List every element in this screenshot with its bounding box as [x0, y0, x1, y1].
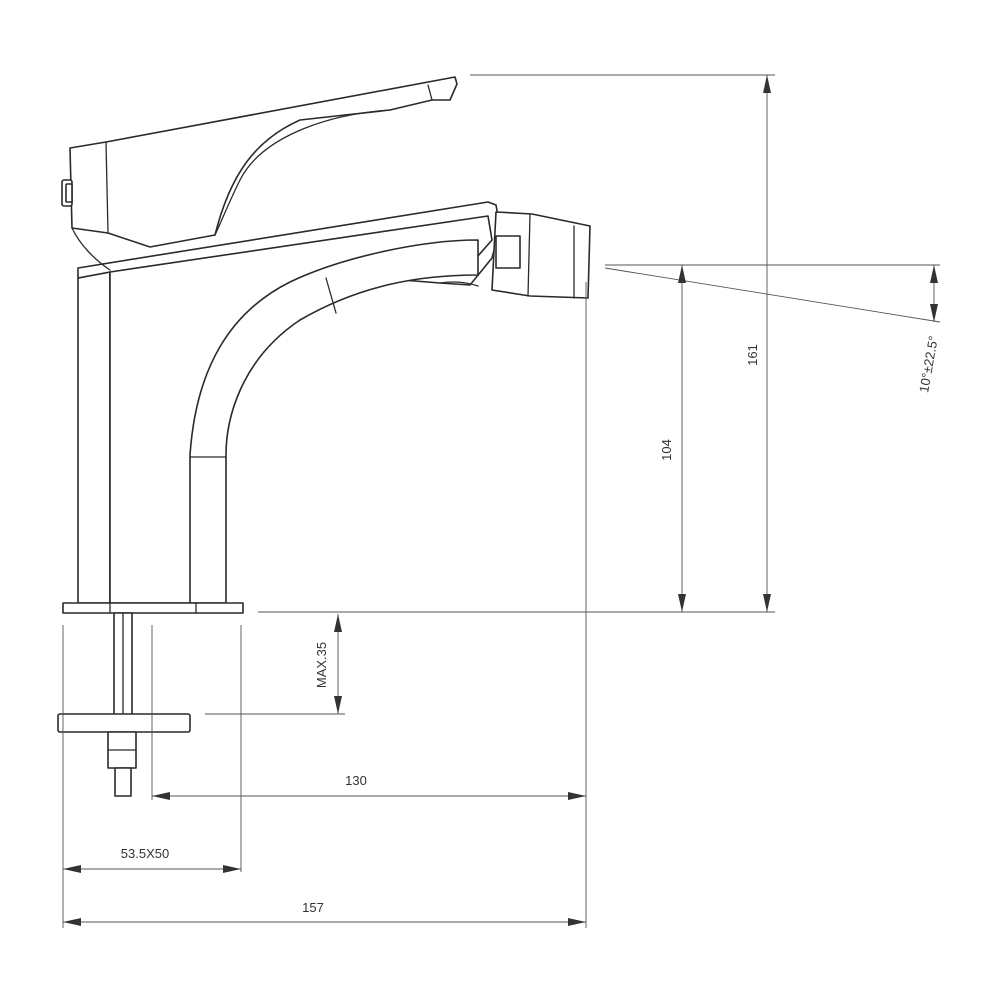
mounting-assembly: [57, 612, 191, 797]
dim-angle: 10°±22.5°: [916, 335, 941, 394]
dim-spout-height: 104: [659, 439, 674, 461]
dim-base-size: 53.5X50: [121, 846, 169, 861]
dim-total-height: 161: [745, 344, 760, 366]
nozzle: [491, 211, 591, 299]
dimension-lines: [62, 74, 941, 928]
rod-end: [114, 767, 132, 797]
dim-total-length: 157: [302, 900, 324, 915]
dim-max-thickness: MAX.35: [314, 642, 329, 688]
mounting-washer: [57, 713, 191, 733]
lever-handle-groove: [214, 84, 433, 236]
body-column: [77, 271, 111, 604]
dim-spout-reach: 130: [345, 773, 367, 788]
base-plate: [62, 602, 244, 614]
faucet-body: [61, 76, 591, 604]
flow-tube: [189, 239, 479, 604]
